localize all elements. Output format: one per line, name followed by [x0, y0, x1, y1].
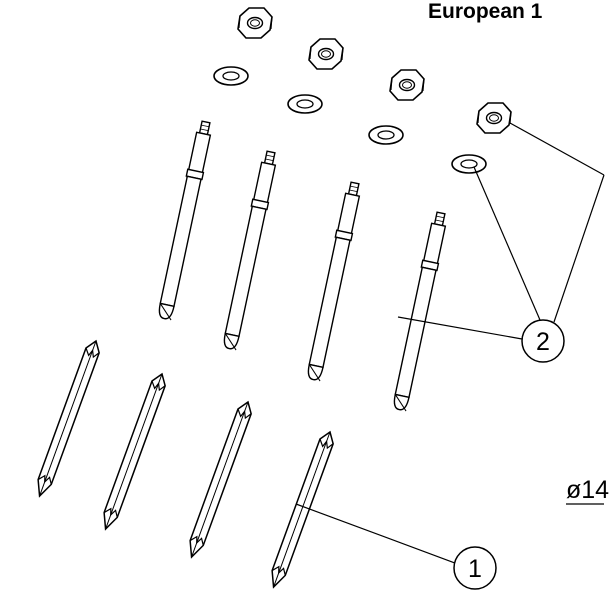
callout-balloon-2: 2 [521, 319, 565, 363]
ground-spike-1 [32, 337, 104, 500]
threaded-rod-1 [155, 119, 215, 321]
diameter-dimension-label: ø14 [566, 476, 609, 504]
washer-2 [287, 94, 323, 114]
washer-3 [368, 125, 404, 145]
callout-number-1: 1 [468, 555, 482, 583]
leader-lines [295, 122, 605, 564]
threaded-rod-4 [390, 210, 450, 412]
ground-spike-2 [98, 370, 170, 533]
washer-1 [213, 66, 249, 86]
ground-spike-4 [266, 428, 338, 591]
threaded-rod-2 [220, 149, 280, 351]
threaded-rod-3 [304, 180, 364, 382]
hex-nut-2 [308, 38, 344, 70]
hex-nut-3 [389, 69, 425, 101]
callout-number-2: 2 [536, 328, 550, 356]
hex-nut-4 [476, 102, 512, 134]
washer-4 [451, 154, 487, 174]
callout-balloon-1: 1 [453, 546, 497, 590]
drawing-title: European 1 [428, 0, 543, 23]
hex-nut-1 [237, 7, 273, 39]
ground-spike-3 [184, 398, 256, 561]
